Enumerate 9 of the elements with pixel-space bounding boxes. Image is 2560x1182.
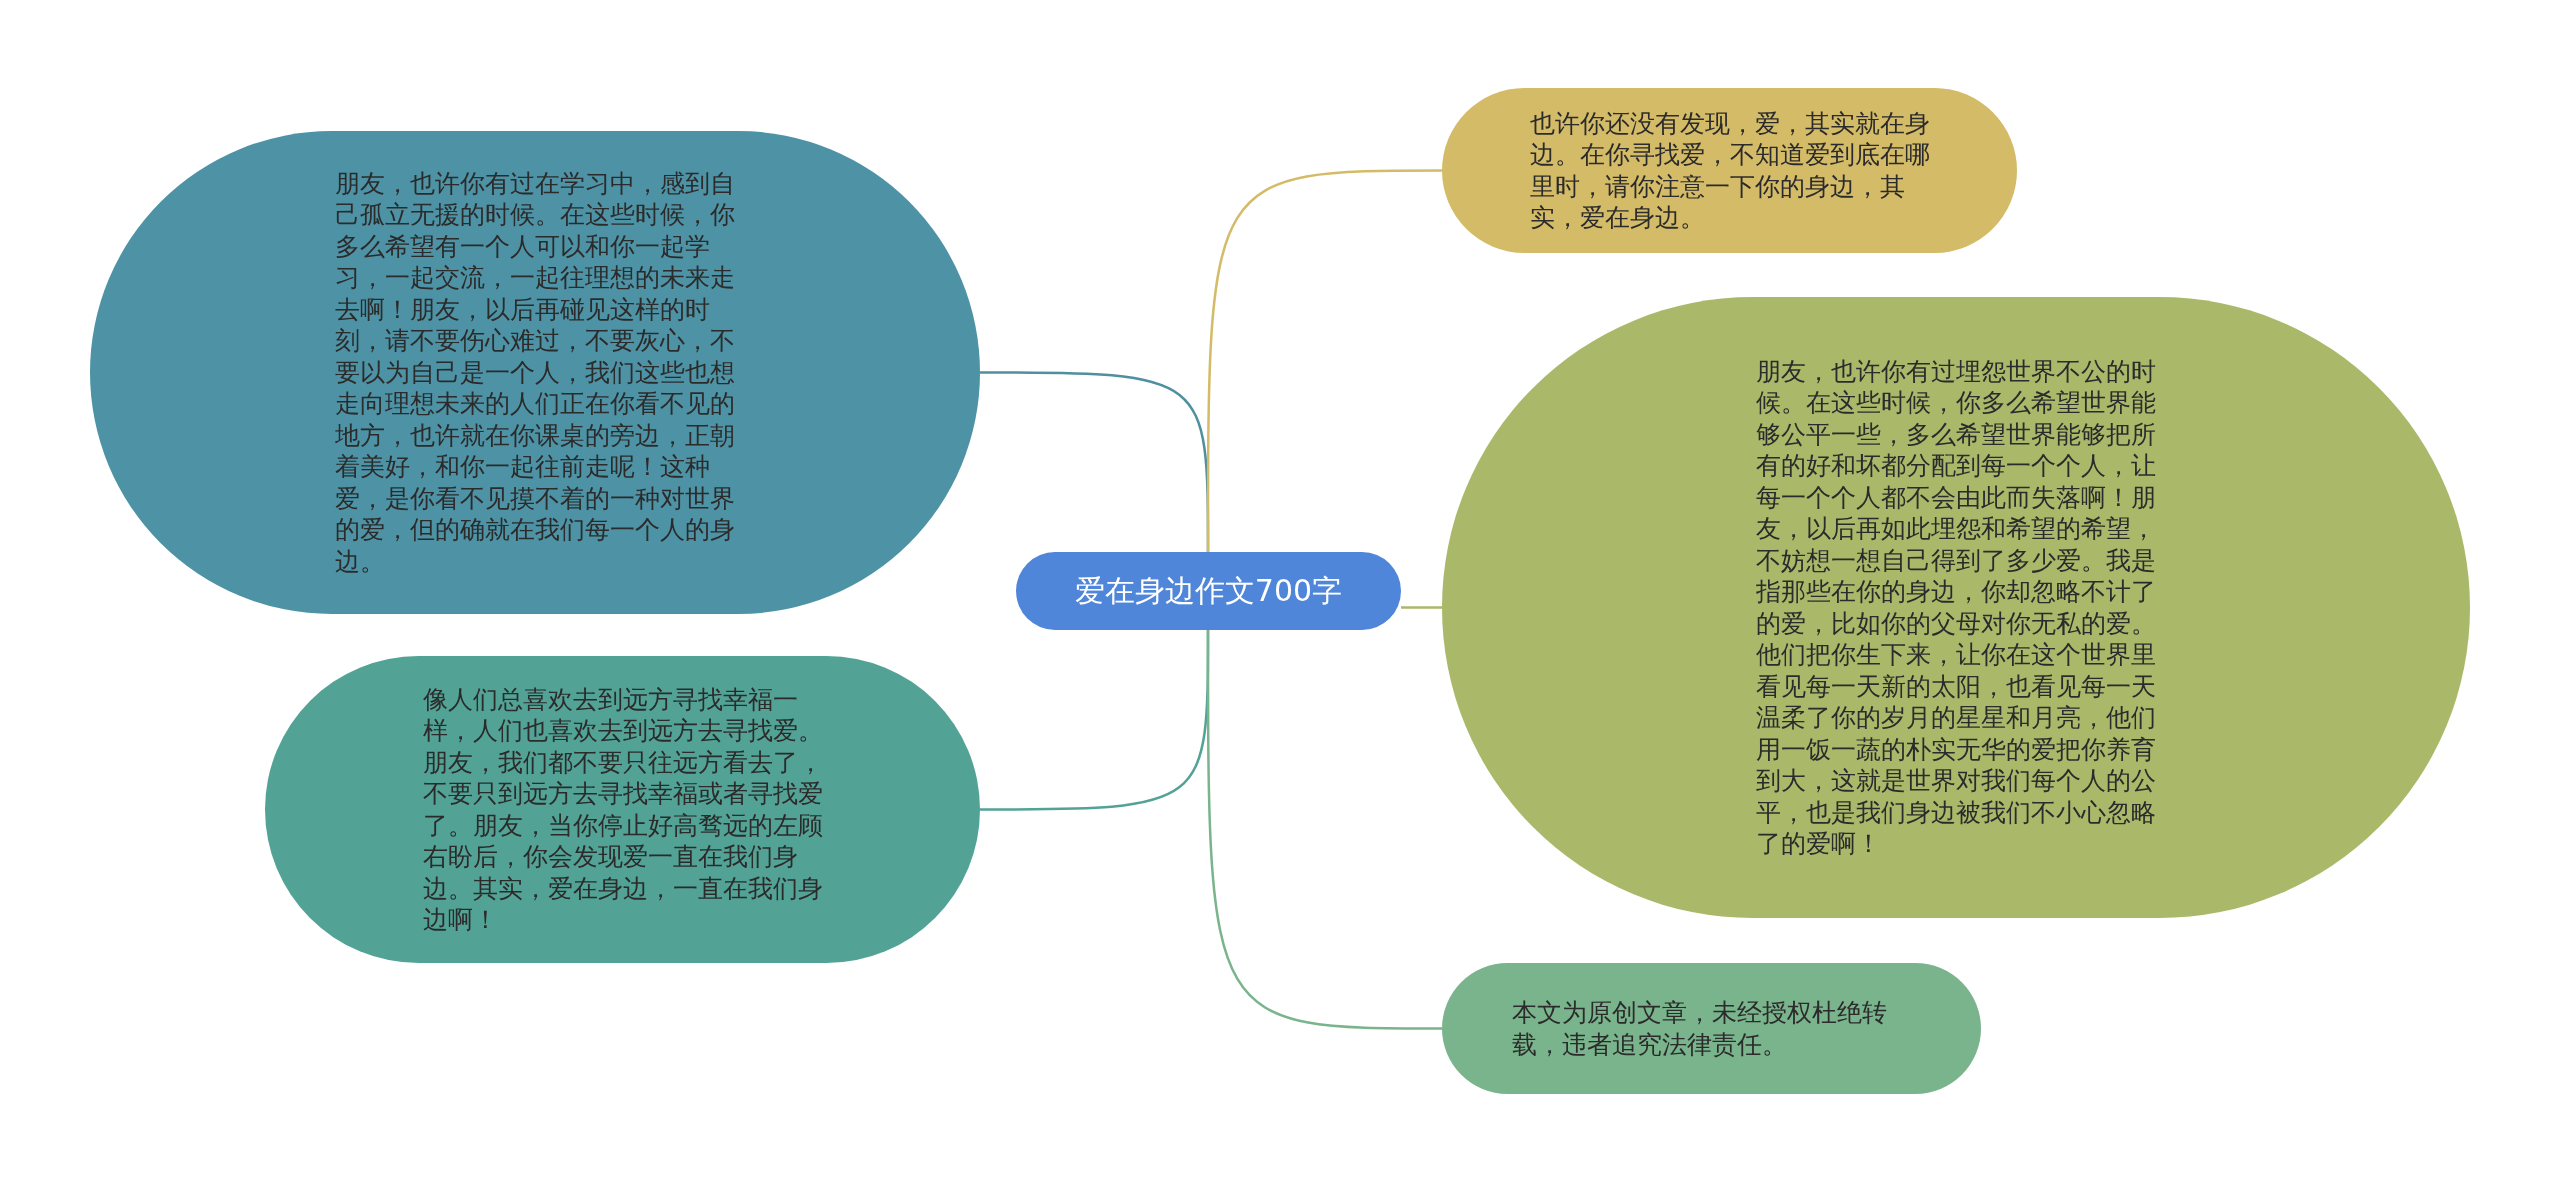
topic-text: 爱在身边作文700字 xyxy=(1073,572,1344,610)
connector-line xyxy=(1401,606,1442,609)
connector-line xyxy=(1206,169,1442,552)
paragraph-text: 朋友，也许你有过在学习中，感到自己孤立无援的时候。在这些时候，你多么希望有一个人可以和你一起学习，一起交流，一起往理想的未来走去啊！朋友，以后再碰见这样的时刻，请不要伤心难过，不要灰心，不要以为自己是一个人，我们这些也想走向理想未来的人们正在你看不见的地方，也许就在你课桌的旁边，正朝着美好，和你一起往前走呢！这种爱，是你看不见摸不着的一种对世界的爱，但的确就在我们每一个人的身边。 xyxy=(335,167,735,578)
connector-line xyxy=(1206,630,1442,1030)
paragraph-text: 像人们总喜欢去到远方寻找幸福一样，人们也喜欢去到远方去寻找爱。朋友，我们都不要只往远方看去了，不要只到远方去寻找幸福或者寻找爱了。朋友，当你停止好高骛远的左顾右盼后，你会发现爱一直在我们身边。其实，爱在身边，一直在我们身边啊！ xyxy=(422,683,823,936)
paragraph-text: 也许你还没有发现，爱，其实就在身边。在你寻找爱，不知道爱到底在哪里时，请你注意一下你的身边，其实，爱在身边。 xyxy=(1529,107,1930,234)
paragraph-text: 朋友，也许你有过埋怨世界不公的时候。在这些时候，你多么希望世界能够公平一些，多么希望世界能够把所有的好和坏都分配到每一个个人，让每一个个人都不会由此而失落啊！朋友，以后再如此埋怨和希望的希望，不妨想一想自己得到了多少爱。我是指那些在你的身边，你却忽略不计了的爱，比如你的父母对你无私的爱。他们把你生下来，让你在这个世界里看见每一天新的太阳，也看见每一天温柔了你的岁月的星星和月亮，他们用一饭一蔬的朴实无华的爱把你养育到大，这就是世界对我们每个人的公平，也是我们身边被我们不小心忽略了的爱啊！ xyxy=(1756,355,2156,860)
paragraph-text: 本文为原创文章，未经授权杜绝转载，违者追究法律责任。 xyxy=(1511,997,1888,1060)
